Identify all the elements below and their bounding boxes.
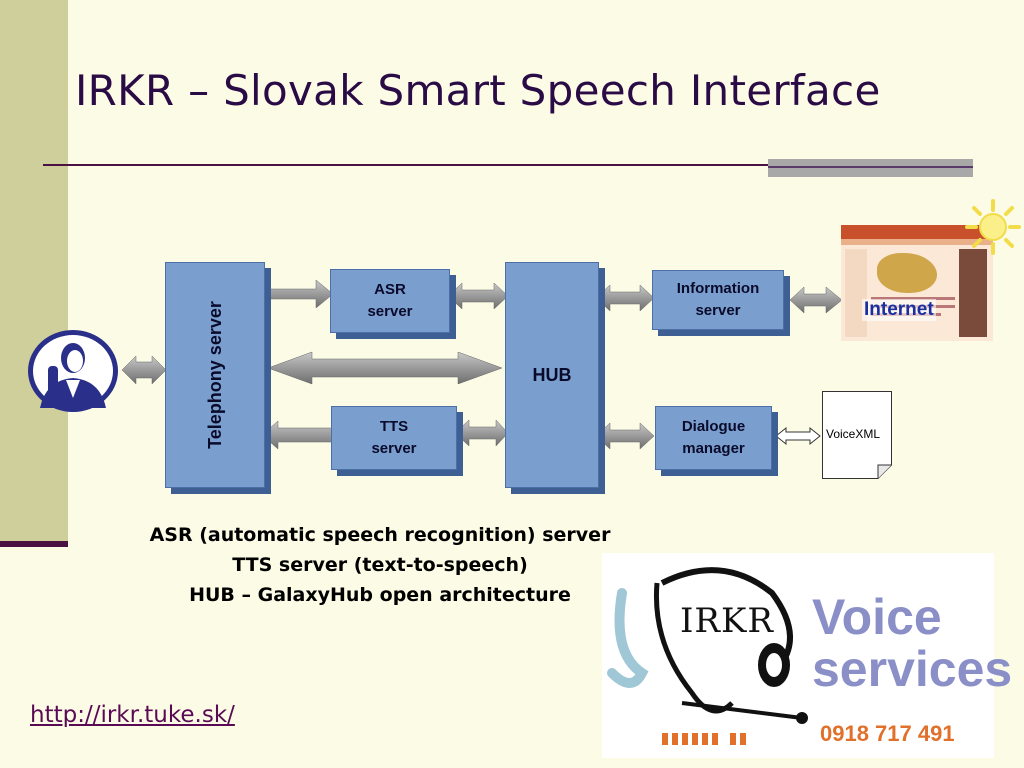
arrow-hub-dialogue: [595, 422, 655, 450]
tts-server-box: TTS server: [331, 406, 457, 470]
arrow-information-internet: [789, 286, 843, 314]
internet-screenshot: [841, 225, 993, 341]
voicexml-label: VoiceXML: [826, 427, 881, 441]
voice-line2: services: [812, 641, 1013, 697]
title-accent-bar: [768, 159, 973, 177]
document-icon: [822, 391, 892, 479]
voice-phone-number: 0918 717 491: [820, 721, 955, 746]
legend-line-hub: HUB – GalaxyHub open architecture: [189, 584, 571, 606]
sun-icon: [965, 199, 1021, 255]
arrow-tts-telephony: [261, 420, 333, 450]
asr-server-box: ASR server: [330, 269, 450, 333]
arrow-asr-hub: [447, 282, 509, 310]
hub-box: HUB: [505, 262, 599, 488]
voice-services-banner: IRKR Voice services 0918 717 491: [602, 553, 1012, 758]
arrow-dialogue-voicexml: [775, 426, 821, 446]
voice-line1: Voice: [812, 589, 942, 645]
voice-brand: IRKR: [680, 601, 775, 641]
legend-line-tts: TTS server (text-to-speech): [232, 554, 528, 576]
arrow-telephony-hub-large: [267, 351, 503, 385]
arrow-hub-tts: [454, 419, 509, 447]
arrow-person-telephony: [121, 355, 167, 385]
title-divider: [43, 164, 973, 166]
legend-line-asr: ASR (automatic speech recognition) serve…: [149, 524, 611, 546]
dialogue-manager-box: Dialogue manager: [655, 406, 772, 470]
telephony-server-label: Telephony server: [205, 301, 225, 449]
person-phone-icon: [28, 330, 118, 412]
left-band: [0, 0, 68, 545]
internet-label: Internet: [862, 299, 936, 321]
legend: ASR (automatic speech recognition) serve…: [100, 520, 660, 610]
website-link[interactable]: http://irkr.tuke.sk/: [30, 702, 235, 728]
headset-icon: [607, 567, 808, 745]
information-server-box: Information server: [652, 270, 784, 330]
left-band-underline: [0, 541, 68, 547]
arrow-telephony-asr: [263, 279, 334, 309]
arrow-hub-information: [595, 284, 655, 312]
voice-services-title: Voice services: [812, 591, 1012, 695]
telephony-server-box: Telephony server: [165, 262, 265, 488]
slide-title: IRKR – Slovak Smart Speech Interface: [75, 66, 881, 115]
